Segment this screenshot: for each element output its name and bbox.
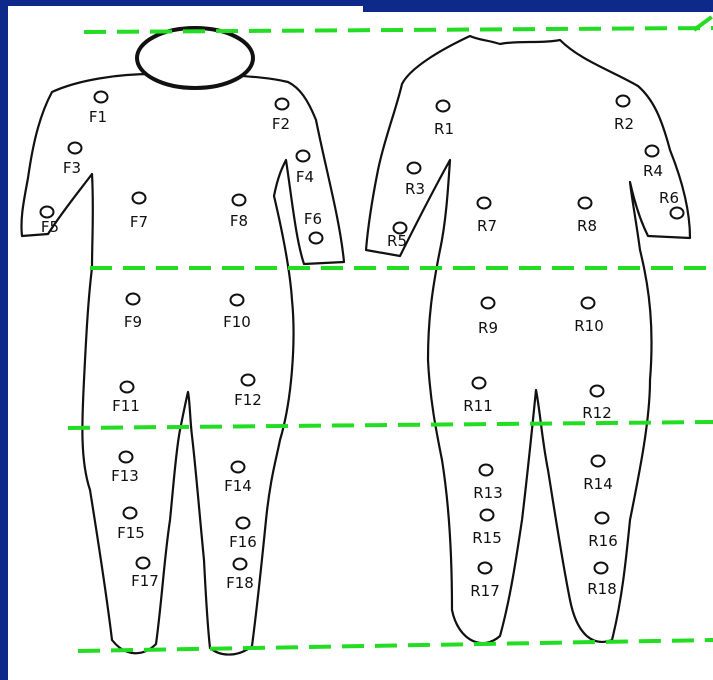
- sensor-label-f8: F8: [230, 212, 248, 230]
- sensor-marker-r3: [408, 163, 421, 174]
- sensor-label-f17: F17: [131, 572, 159, 590]
- sensor-label-r14: R14: [583, 475, 613, 493]
- sensor-label-r8: R8: [577, 217, 597, 235]
- sensor-marker-f5: [41, 207, 54, 218]
- sensor-marker-f13: [120, 452, 133, 463]
- sensor-label-r13: R13: [473, 484, 503, 502]
- sensor-marker-r11: [473, 378, 486, 389]
- sensor-marker-r14: [592, 456, 605, 467]
- sensor-label-f1: F1: [89, 108, 107, 126]
- sensor-label-r3: R3: [405, 180, 425, 198]
- sensor-marker-r2: [617, 96, 630, 107]
- sensor-marker-f1: [95, 92, 108, 103]
- sensor-marker-f11: [121, 382, 134, 393]
- head-ring: [137, 28, 253, 88]
- sensor-marker-r6: [671, 208, 684, 219]
- sensor-label-r11: R11: [463, 397, 493, 415]
- sensor-label-r6: R6: [659, 189, 679, 207]
- sensor-label-r5: R5: [387, 232, 407, 250]
- sensor-label-f2: F2: [272, 115, 290, 133]
- sensor-label-r1: R1: [434, 120, 454, 138]
- sensor-marker-f16: [237, 518, 250, 529]
- sensor-marker-f7: [133, 193, 146, 204]
- sensor-marker-r1: [437, 101, 450, 112]
- sensor-marker-r18: [595, 563, 608, 574]
- sensor-label-f4: F4: [296, 168, 314, 186]
- sensor-label-f16: F16: [229, 533, 257, 551]
- sensor-label-f15: F15: [117, 524, 145, 542]
- sensor-label-f7: F7: [130, 213, 148, 231]
- sensor-marker-f15: [124, 508, 137, 519]
- sensor-marker-r7: [478, 198, 491, 209]
- sensor-marker-f6: [310, 233, 323, 244]
- sensor-label-f12: F12: [234, 391, 262, 409]
- sensor-label-r4: R4: [643, 162, 663, 180]
- sensor-label-f14: F14: [224, 477, 252, 495]
- sensor-label-r18: R18: [587, 580, 617, 598]
- sensor-label-f3: F3: [63, 159, 81, 177]
- sensor-label-f18: F18: [226, 574, 254, 592]
- sensor-marker-f12: [242, 375, 255, 386]
- sensor-label-r10: R10: [574, 317, 604, 335]
- sensor-marker-r13: [480, 465, 493, 476]
- sensor-label-r12: R12: [582, 404, 612, 422]
- sensor-marker-r4: [646, 146, 659, 157]
- sensor-marker-r8: [579, 198, 592, 209]
- sensor-marker-f2: [276, 99, 289, 110]
- sensor-label-f5: F5: [41, 218, 59, 236]
- sensor-label-f13: F13: [111, 467, 139, 485]
- sensor-label-f9: F9: [124, 313, 142, 331]
- sensor-label-f10: F10: [223, 313, 251, 331]
- sensor-marker-f18: [234, 559, 247, 570]
- sensor-marker-f14: [232, 462, 245, 473]
- sensor-marker-r15: [481, 510, 494, 521]
- sensor-label-r7: R7: [477, 217, 497, 235]
- sensor-label-f6: F6: [304, 210, 322, 228]
- sensor-label-r17: R17: [470, 582, 500, 600]
- sensor-label-r9: R9: [478, 319, 498, 337]
- sensor-marker-r10: [582, 298, 595, 309]
- sensor-label-r2: R2: [614, 115, 634, 133]
- sensor-marker-f9: [127, 294, 140, 305]
- sensor-label-r16: R16: [588, 532, 618, 550]
- sensor-marker-f8: [233, 195, 246, 206]
- sensor-marker-r16: [596, 513, 609, 524]
- sensor-label-f11: F11: [112, 397, 140, 415]
- sensor-marker-f4: [297, 151, 310, 162]
- sensor-marker-f10: [231, 295, 244, 306]
- sensor-marker-r9: [482, 298, 495, 309]
- sensor-label-r15: R15: [472, 529, 502, 547]
- sensor-marker-r17: [479, 563, 492, 574]
- sensor-marker-r12: [591, 386, 604, 397]
- sensor-marker-f3: [69, 143, 82, 154]
- sensor-marker-f17: [137, 558, 150, 569]
